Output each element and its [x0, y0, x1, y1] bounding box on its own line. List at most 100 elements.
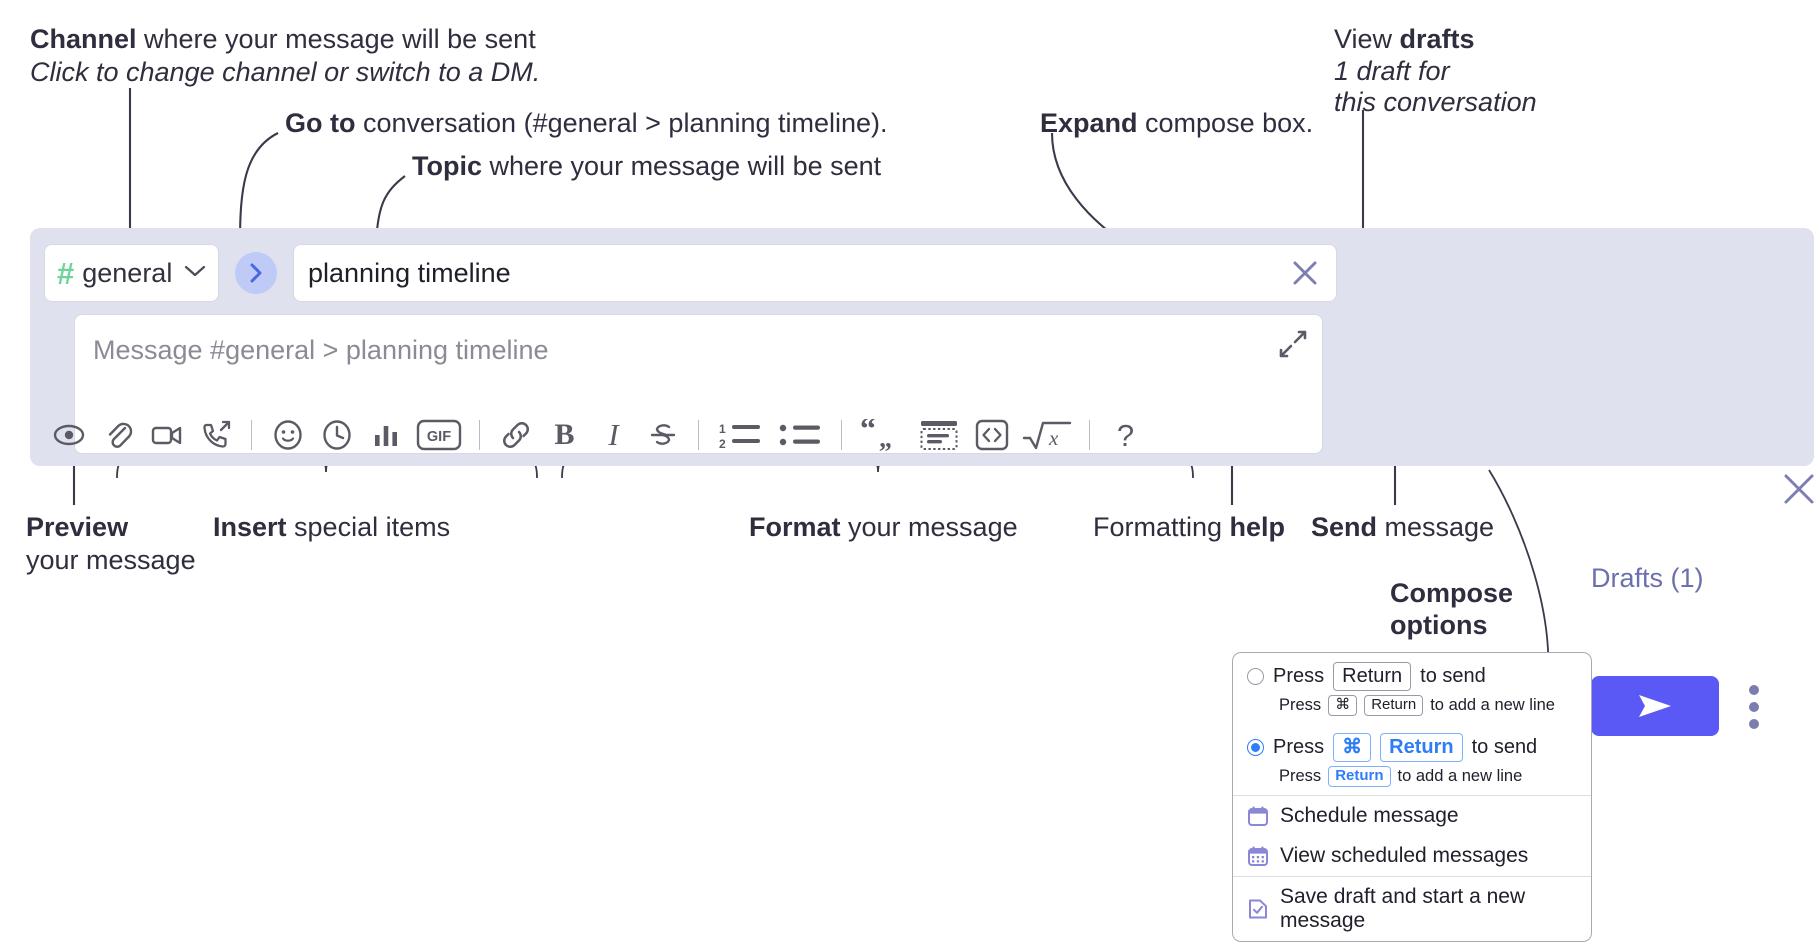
radio-icon[interactable] — [1247, 668, 1264, 685]
annotation-goto-bold: Go to — [285, 108, 356, 138]
radio1-pre: Press — [1273, 665, 1325, 687]
message-placeholder: Message #general > planning timeline — [93, 335, 549, 365]
radio-option-cmd-return-to-send[interactable]: Press ⌘ Return to send — [1233, 724, 1591, 764]
kebab-dot — [1749, 702, 1759, 712]
attachment-icon[interactable] — [93, 413, 142, 457]
clock-icon[interactable] — [312, 413, 361, 457]
annotation-channel-sub: Click to change channel or switch to a D… — [30, 57, 541, 87]
annotation-drafts-bold: drafts — [1399, 24, 1475, 54]
compose-main-area: # general planning timeline M — [30, 228, 1550, 466]
annotation-send: Send message — [1311, 510, 1494, 545]
menu-divider — [1233, 875, 1591, 877]
hash-icon: # — [57, 255, 75, 291]
code-block-icon[interactable] — [911, 413, 967, 457]
menu-item-schedule-message[interactable]: Schedule message — [1233, 796, 1591, 836]
gif-icon[interactable]: GIF — [410, 413, 468, 457]
radio2-sub-pre: Press — [1279, 766, 1322, 785]
link-icon[interactable] — [491, 413, 540, 457]
key-return: Return — [1328, 765, 1391, 787]
bold-icon[interactable]: B — [554, 418, 575, 451]
key-return: Return — [1333, 662, 1412, 691]
svg-text:„: „ — [879, 424, 892, 451]
send-button[interactable] — [1591, 676, 1719, 736]
channel-selector[interactable]: # general — [44, 244, 219, 302]
radio1-hint: Press ⌘ Return to add a new line — [1233, 693, 1591, 724]
compose-options-button[interactable] — [1740, 680, 1768, 734]
key-return: Return — [1364, 695, 1424, 716]
annotation-expand: Expand compose box. — [1040, 106, 1313, 141]
annotation-expand-bold: Expand — [1040, 108, 1138, 138]
help-icon[interactable]: ? — [1101, 413, 1150, 457]
annotation-send-rest: message — [1377, 512, 1495, 542]
annotation-format: Format your message — [749, 510, 1018, 545]
annotation-insert-rest: special items — [286, 512, 451, 542]
menu-item-save-draft[interactable]: Save draft and start a new message — [1233, 877, 1591, 941]
annotation-goto: Go to conversation (#general > planning … — [285, 106, 888, 141]
svg-text:GIF: GIF — [427, 429, 451, 445]
menu-item-label: View scheduled messages — [1280, 843, 1529, 867]
blockquote-icon[interactable]: “ „ — [853, 413, 911, 457]
annotation-help-pre: Formatting — [1093, 512, 1230, 542]
annotation-insert-bold: Insert — [213, 512, 287, 542]
kebab-dot — [1749, 685, 1759, 695]
poll-icon[interactable] — [361, 413, 410, 457]
annotation-topic-bold: Topic — [412, 151, 482, 181]
annotation-channel: Channel where your message will be sent — [30, 22, 536, 57]
topic-input[interactable]: planning timeline — [293, 244, 1337, 302]
bulleted-list-icon[interactable] — [770, 413, 830, 457]
annotation-topic-rest: where your message will be sent — [482, 151, 882, 181]
preview-icon[interactable] — [44, 413, 93, 457]
menu-item-view-scheduled-messages[interactable]: View scheduled messages — [1233, 836, 1591, 876]
svg-text:“: “ — [860, 419, 876, 446]
radio-option-return-to-send[interactable]: Press Return to send — [1233, 653, 1591, 693]
radio1-post: to send — [1420, 665, 1486, 687]
audio-call-icon[interactable] — [191, 413, 240, 457]
close-icon[interactable] — [1780, 470, 1814, 513]
annotation-send-bold: Send — [1311, 512, 1378, 542]
video-icon[interactable] — [142, 413, 191, 457]
annotation-compose-options-bold2: options — [1390, 610, 1488, 640]
topic-value: planning timeline — [308, 257, 511, 288]
close-icon[interactable] — [1288, 256, 1322, 290]
strikethrough-icon[interactable] — [638, 413, 687, 457]
toolbar-divider — [698, 420, 699, 450]
annotation-preview-line2: your message — [26, 545, 196, 575]
go-to-conversation-button[interactable] — [235, 252, 277, 294]
menu-item-label: Save draft and start a new message — [1280, 884, 1526, 932]
annotation-preview-bold: Preview — [26, 512, 129, 542]
help-glyph: ? — [1116, 417, 1135, 453]
svg-text:2: 2 — [719, 437, 726, 451]
italic-icon[interactable]: I — [608, 417, 619, 452]
compose-options-menu: Press Return to send Press ⌘ Return to a… — [1232, 652, 1592, 942]
chevron-down-icon — [184, 263, 206, 283]
annotation-format-rest: your message — [840, 512, 1018, 542]
radio1-sub-post: to add a new line — [1430, 695, 1555, 714]
compose-panel: # general planning timeline M — [30, 228, 1814, 736]
annotation-help: Formatting help — [1093, 510, 1285, 545]
radio2-post: to send — [1471, 735, 1538, 758]
svg-text:x: x — [1048, 426, 1059, 450]
annotation-channel-rest: where your message will be sent — [136, 24, 536, 54]
annotation-format-bold: Format — [749, 512, 841, 542]
annotation-drafts-pre: View — [1334, 24, 1400, 54]
annotation-compose-options-2: options — [1390, 608, 1487, 643]
expand-icon[interactable] — [1278, 329, 1308, 364]
radio2-pre: Press — [1273, 735, 1325, 758]
code-icon[interactable] — [967, 413, 1016, 457]
latex-icon[interactable]: x — [1016, 413, 1078, 457]
emoji-icon[interactable] — [263, 413, 312, 457]
annotation-drafts: View drafts — [1334, 22, 1475, 57]
annotation-insert: Insert special items — [213, 510, 450, 545]
radio-icon-selected[interactable] — [1247, 738, 1264, 756]
annotation-goto-rest: conversation (#general > planning timeli… — [355, 108, 888, 138]
drafts-link[interactable]: Drafts (1) — [1591, 563, 1704, 593]
toolbar-divider — [841, 420, 842, 450]
annotation-topic: Topic where your message will be sent — [412, 149, 881, 184]
channel-name: general — [82, 257, 173, 288]
annotation-drafts-sub1: 1 draft for — [1334, 56, 1450, 86]
key-command: ⌘ — [1333, 732, 1372, 762]
annotation-expand-rest: compose box. — [1137, 108, 1314, 138]
